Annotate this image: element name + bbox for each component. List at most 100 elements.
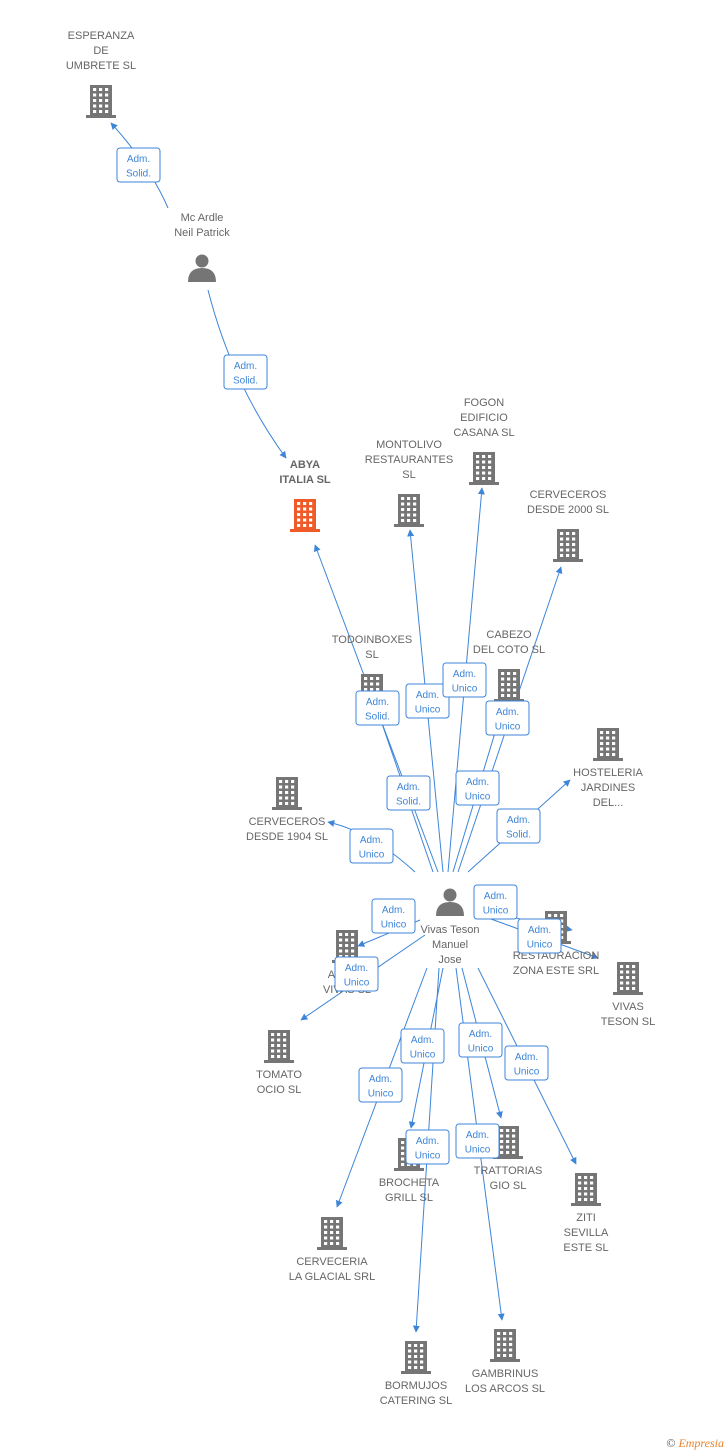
relation-label[interactable]: Adm.Solid. <box>116 147 161 183</box>
relation-label[interactable]: Adm.Unico <box>400 1028 445 1064</box>
node-label-line: DEL COTO SL <box>473 644 545 656</box>
relation-label[interactable]: Adm.Unico <box>371 898 416 934</box>
relation-label-box <box>405 683 450 719</box>
building-icon[interactable] <box>86 85 116 118</box>
relation-label[interactable]: Adm.Unico <box>442 662 487 698</box>
relation-label-box <box>473 884 518 920</box>
relation-label-line: Unico <box>514 1067 540 1078</box>
relation-label-box <box>334 956 379 992</box>
relation-label-box <box>455 1123 500 1159</box>
building-icon[interactable] <box>264 1030 294 1063</box>
node-label-line: Neil Patrick <box>174 227 230 239</box>
building-icon[interactable] <box>613 962 643 995</box>
node-label-line: CATERING SL <box>380 1395 453 1407</box>
node-label-line: ZITI <box>576 1212 596 1224</box>
relation-label-line: Unico <box>410 1050 436 1061</box>
person-icon[interactable] <box>188 254 216 283</box>
relation-label[interactable]: Adm.Solid. <box>496 808 541 844</box>
relation-label[interactable]: Adm.Unico <box>349 828 394 864</box>
relation-label[interactable]: Adm.Unico <box>473 884 518 920</box>
node-label-line: HOSTELERIA <box>573 767 643 779</box>
building-icon[interactable] <box>272 777 302 810</box>
building-icon[interactable] <box>553 529 583 562</box>
relation-label[interactable]: Adm.Unico <box>455 1123 500 1159</box>
building-icon[interactable] <box>493 1126 523 1159</box>
relation-label-line: Solid. <box>506 830 531 841</box>
building-icon[interactable] <box>290 499 320 532</box>
relation-label-box <box>400 1028 445 1064</box>
building-icon[interactable] <box>490 1329 520 1362</box>
building-icon[interactable] <box>469 452 499 485</box>
relation-label-line: Solid. <box>365 712 390 723</box>
person-icon[interactable] <box>436 888 464 917</box>
relation-label[interactable]: Adm.Unico <box>405 1129 450 1165</box>
brand-logo[interactable]: Empresia <box>678 1436 724 1450</box>
relation-label-text: Adm.Unico <box>468 1029 494 1055</box>
relation-label-line: Adm. <box>366 697 389 708</box>
node-label-line: DE <box>93 45 108 57</box>
building-icon[interactable] <box>401 1341 431 1374</box>
building-icon[interactable] <box>593 728 623 761</box>
relation-label-line: Adm. <box>360 835 383 846</box>
relation-label[interactable]: Adm.Unico <box>504 1045 549 1081</box>
relation-label-line: Adm. <box>369 1074 392 1085</box>
relation-label[interactable]: Adm. Solid. <box>355 690 400 726</box>
relation-label[interactable]: Adm.Unico <box>485 700 530 736</box>
relation-label[interactable]: Adm.Solid. <box>386 775 431 811</box>
relation-label[interactable]: Adm.Unico <box>517 918 562 954</box>
relation-label-line: Unico <box>495 722 521 733</box>
relation-label[interactable]: Adm.Unico <box>455 770 500 806</box>
relation-label-text: Adm.Unico <box>415 690 441 716</box>
relation-label[interactable]: Adm.Unico <box>458 1022 503 1058</box>
building-icon[interactable] <box>494 669 524 702</box>
relation-label[interactable]: Adm.Unico <box>358 1067 403 1103</box>
node-label-line: SEVILLA <box>564 1227 609 1239</box>
relation-label-text: Adm.Unico <box>381 905 407 931</box>
copyright-symbol: © <box>666 1436 676 1450</box>
relation-label[interactable]: Adm.Solid. <box>223 354 268 390</box>
relation-label-box <box>349 828 394 864</box>
building-icon[interactable] <box>317 1217 347 1250</box>
relation-label[interactable]: Adm.Unico <box>334 956 379 992</box>
relation-label[interactable]: Adm.Unico <box>405 683 450 719</box>
relation-label-line: Adm. <box>345 963 368 974</box>
building-icon[interactable] <box>571 1173 601 1206</box>
building-icon[interactable] <box>394 494 424 527</box>
